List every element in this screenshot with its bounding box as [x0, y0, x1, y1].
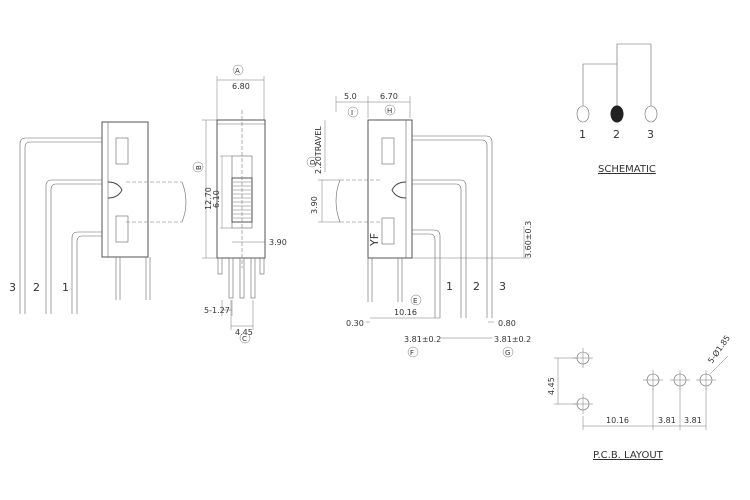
dim-360: 3.60±0.3 [524, 221, 533, 258]
pcb-dim-445: 4.45 [547, 377, 556, 395]
dim-5: 5.0 [344, 92, 357, 101]
front-view: A 6.80 B 12 [192, 64, 287, 344]
dim-pitch: 5-1.27 [204, 306, 230, 315]
schematic-pin-1: 1 [579, 128, 586, 141]
dim-travel: 2.20TRAVEL [314, 126, 323, 174]
schematic-pin-2: 2 [613, 128, 620, 141]
label-f: F [410, 349, 414, 357]
dim-span: 4.45 [235, 328, 253, 337]
label-c: C [242, 335, 247, 343]
schematic-pin-2-circle [610, 105, 624, 123]
dim-1016: 10.16 [394, 308, 417, 317]
dim-slot: 6.10 [212, 190, 221, 208]
schematic-pin-3-circle [644, 105, 658, 123]
section-pin-1: 1 [446, 280, 453, 293]
section-pin-3: 3 [499, 280, 506, 293]
label-d: D [309, 160, 317, 165]
label-a: A [235, 67, 240, 75]
section-view: 5.0 6.70 I H 2.20TRAVEL D 3.90 YF [306, 92, 533, 358]
label-g: G [505, 349, 510, 357]
schematic-pin-3: 3 [647, 128, 654, 141]
dim-height: 12.70 [204, 187, 213, 210]
side-view: 3 2 1 [9, 121, 187, 314]
dim-670: 6.70 [380, 92, 398, 101]
section-pin-2: 2 [473, 280, 480, 293]
dim-381-f: 3.81±0.2 [404, 335, 441, 344]
pcb-dim-1016: 10.16 [606, 416, 629, 425]
dim-width: 6.80 [232, 82, 250, 91]
label-b: B [195, 165, 203, 170]
label-e: E [413, 297, 417, 305]
dim-030: 0.30 [346, 319, 364, 328]
schematic-pin-1-circle [576, 105, 590, 123]
brand-label: YF [368, 233, 381, 247]
pcb-dim-381a: 3.81 [658, 416, 676, 425]
side-pin-2: 2 [33, 281, 40, 294]
side-pin-1: 1 [62, 281, 69, 294]
dim-offset: 3.90 [269, 238, 287, 247]
schematic: 1 2 3 SCHEMATIC [576, 43, 658, 175]
side-pin-3: 3 [9, 281, 16, 294]
schematic-title: SCHEMATIC [598, 164, 656, 175]
pcb-title: P.C.B. LAYOUT [593, 450, 664, 461]
dim-381-g: 3.81±0.2 [494, 335, 531, 344]
pcb-dim-381b: 3.81 [684, 416, 702, 425]
pcb-layout: 4.45 5-Ø1.85 10.16 3.81 3.81 P.C.B. LAYO… [547, 333, 732, 461]
label-i: I [351, 109, 353, 117]
label-h: H [387, 107, 392, 115]
dim-390: 3.90 [310, 196, 319, 214]
dim-080: 0.80 [498, 319, 516, 328]
pcb-dim-hole: 5-Ø1.85 [705, 333, 732, 365]
